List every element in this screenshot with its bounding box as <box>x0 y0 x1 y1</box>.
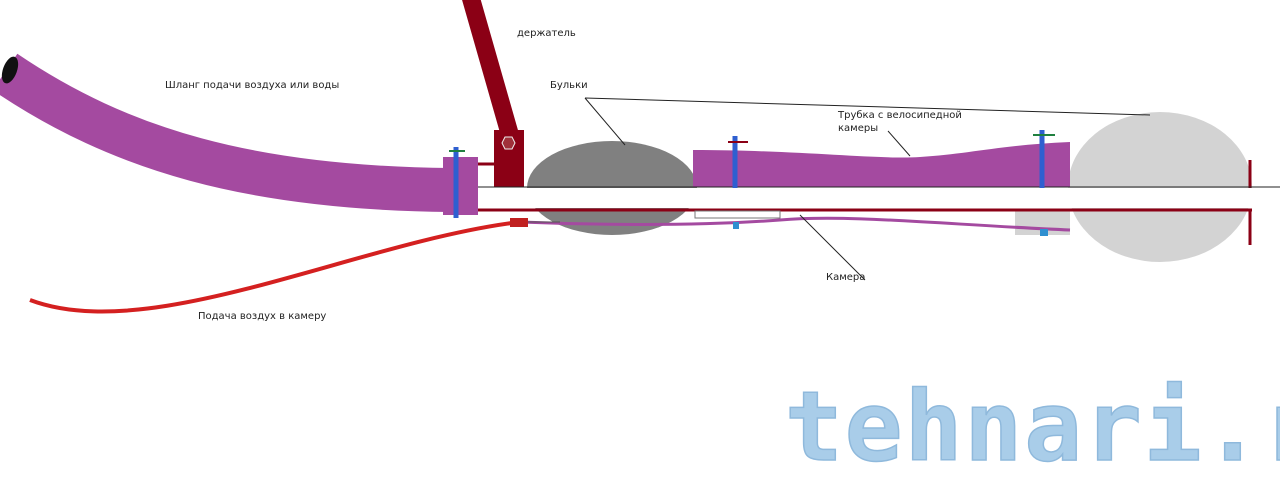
air-supply-line <box>29 221 513 314</box>
hose-coupling <box>443 157 478 215</box>
label-tube-line1: Трубка с велосипедной <box>837 110 962 121</box>
label-hose: Шланг подачи воздуха или воды <box>165 80 339 91</box>
hose-opening <box>1 56 19 84</box>
air-connector <box>510 218 528 227</box>
leader-floats-2 <box>584 97 1151 116</box>
clamp-3-lower <box>1040 229 1048 236</box>
holder-arm <box>462 0 519 138</box>
label-tube-line2: камеры <box>838 123 878 134</box>
holder-bolt <box>501 136 516 150</box>
label-holder: держатель <box>517 28 576 39</box>
tube <box>693 142 1070 187</box>
gap-band <box>478 188 1280 208</box>
label-chamber: Камера <box>826 272 865 283</box>
chamber <box>519 216 1071 232</box>
leader-chamber <box>799 214 866 281</box>
label-floats: Бульки <box>550 80 588 91</box>
float-dark-outline <box>694 210 781 219</box>
watermark: tehnari.ru <box>785 371 1280 483</box>
label-air-supply: Подача воздух в камеру <box>198 311 326 322</box>
leader-tube <box>887 130 911 157</box>
leader-floats-1 <box>584 97 626 146</box>
hose <box>0 53 451 212</box>
clamp-2-lower <box>733 222 739 229</box>
